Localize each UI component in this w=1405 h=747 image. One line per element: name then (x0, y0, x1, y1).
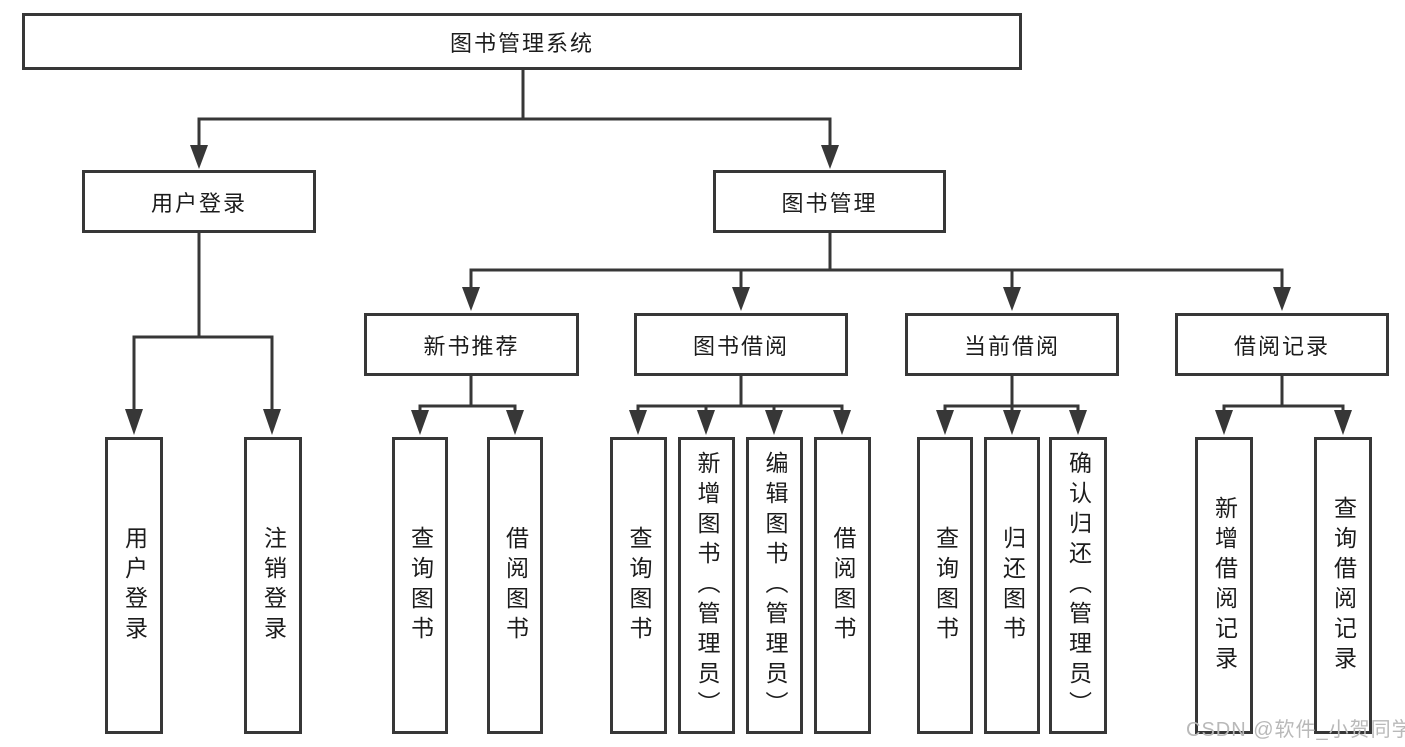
arrow-down-icon (629, 410, 647, 435)
leaf-recommend-borrow-books: 借阅图书 (487, 437, 543, 734)
arrow-down-icon (125, 409, 143, 435)
leaf-logout: 注销登录 (244, 437, 302, 734)
arrow-down-icon (506, 410, 524, 435)
watermark: CSDN @软件_小贺同学 (1186, 719, 1405, 741)
leaf-borrowing-query-books: 查询图书 (610, 437, 667, 734)
node-book-management: 图书管理 (713, 170, 946, 233)
arrow-down-icon (1003, 410, 1021, 435)
arrow-down-icon (1215, 410, 1233, 435)
leaf-current-query-books: 查询图书 (917, 437, 973, 734)
arrow-down-icon (732, 287, 750, 311)
node-borrowing-records: 借阅记录 (1175, 313, 1389, 376)
arrow-down-icon (462, 287, 480, 311)
node-current-borrowing: 当前借阅 (905, 313, 1119, 376)
arrow-down-icon (765, 410, 783, 435)
leaf-records-query-borrow-record: 查询借阅记录 (1314, 437, 1372, 734)
leaf-records-add-borrow-record: 新增借阅记录 (1195, 437, 1253, 734)
node-book-borrowing: 图书借阅 (634, 313, 848, 376)
arrow-down-icon (1273, 287, 1291, 311)
leaf-borrowing-borrow-books: 借阅图书 (814, 437, 871, 734)
node-library-system: 图书管理系统 (22, 13, 1022, 70)
arrow-down-icon (936, 410, 954, 435)
leaf-borrowing-add-books-admin: 新增图书（管理员） (678, 437, 735, 734)
node-new-book-recommendation: 新书推荐 (364, 313, 579, 376)
arrow-down-icon (833, 410, 851, 435)
leaf-user-login: 用户登录 (105, 437, 163, 734)
arrow-down-icon (1003, 287, 1021, 311)
leaf-current-confirm-return-admin: 确认归还（管理员） (1049, 437, 1107, 734)
tree-lines (132, 69, 1345, 412)
arrowheads-group (125, 145, 1352, 435)
leaf-current-return-books: 归还图书 (984, 437, 1040, 734)
arrow-down-icon (1069, 410, 1087, 435)
node-user-login: 用户登录 (82, 170, 316, 233)
arrow-down-icon (190, 145, 208, 169)
arrow-down-icon (263, 409, 281, 435)
arrow-down-icon (1334, 410, 1352, 435)
arrow-down-icon (821, 145, 839, 169)
arrow-down-icon (697, 410, 715, 435)
leaf-borrowing-edit-books-admin: 编辑图书（管理员） (746, 437, 803, 734)
arrow-down-icon (411, 410, 429, 435)
leaf-recommend-query-books: 查询图书 (392, 437, 448, 734)
